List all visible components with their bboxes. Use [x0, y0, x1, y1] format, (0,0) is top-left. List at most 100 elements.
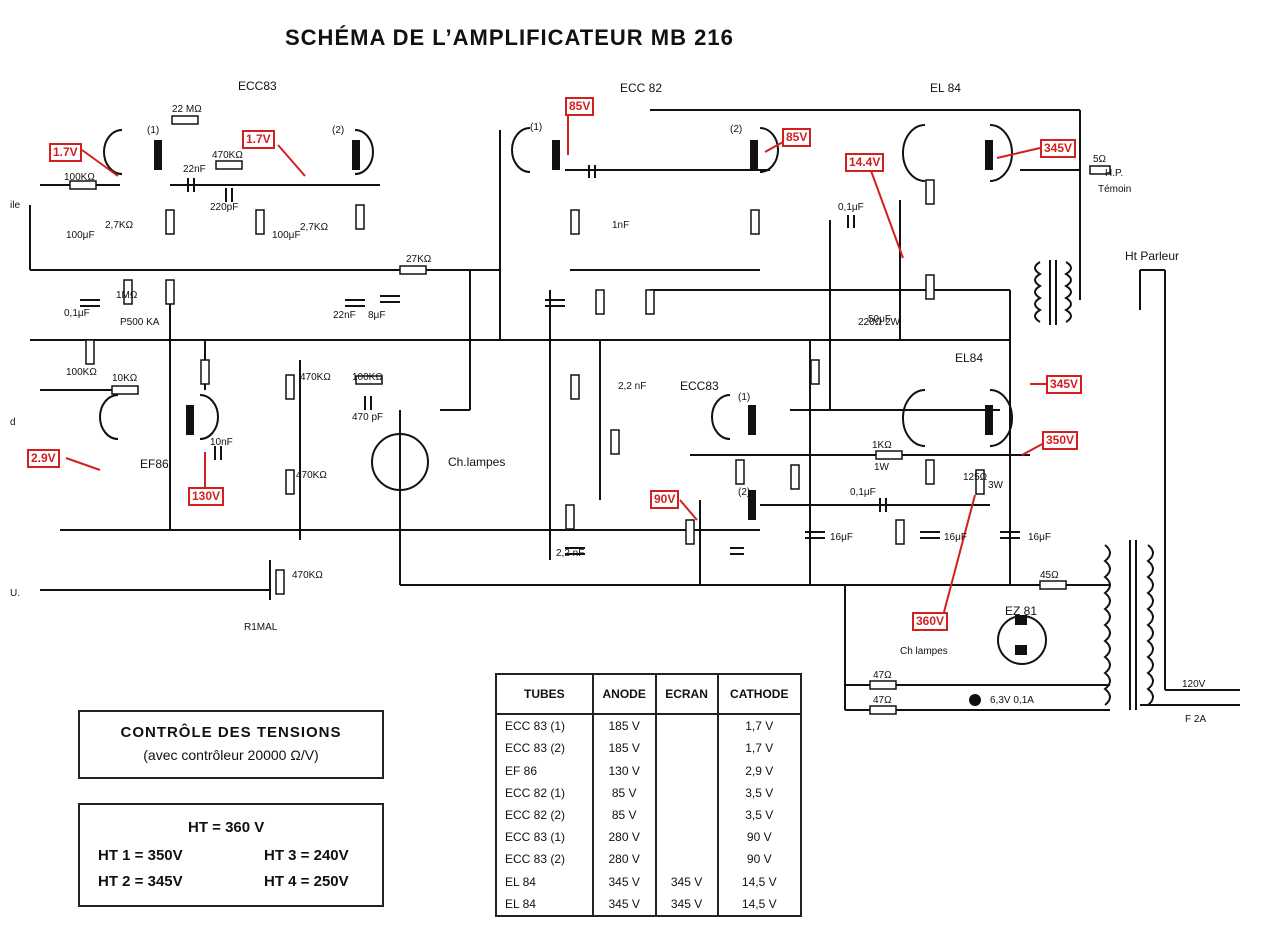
- table-cell: [655, 803, 719, 827]
- input-label: U.: [10, 588, 20, 599]
- section-label: (1): [738, 392, 750, 403]
- component-label: 100KΩ: [66, 367, 97, 378]
- table-cell: EF 86: [497, 759, 594, 782]
- component-label: 0,1μF: [64, 308, 90, 319]
- ht-value: HT = 360 V: [188, 819, 265, 836]
- section-label: (2): [332, 125, 344, 136]
- component-label: 470KΩ: [300, 372, 331, 383]
- table-cell: ECC 82 (1): [497, 781, 594, 804]
- component-label: 8μF: [368, 310, 385, 321]
- input-label: ile: [10, 200, 20, 211]
- component-label: 1W: [874, 462, 890, 473]
- component-label: 2,2 nF: [556, 548, 584, 559]
- component-label: 22nF: [183, 164, 206, 175]
- component-label: H.P.: [1105, 168, 1123, 179]
- table-cell: [655, 848, 719, 871]
- voltage-badge: 1.7V: [242, 130, 275, 149]
- component-label: 220pF: [210, 202, 238, 213]
- section-label: (2): [738, 487, 750, 498]
- table-cell: 280 V: [592, 848, 657, 871]
- table-cell: 345 V: [592, 870, 657, 893]
- ht1-value: HT 1 = 350V: [98, 847, 183, 864]
- table-header: ECRAN: [655, 675, 719, 715]
- table-cell: 90 V: [746, 830, 772, 845]
- component-label: 100μF: [66, 230, 95, 241]
- component-label: 5Ω: [1093, 154, 1107, 165]
- table-cell: [655, 759, 719, 782]
- component-label: 16μF: [830, 532, 853, 543]
- component-label: 0,1μF: [850, 487, 876, 498]
- table-cell: [655, 737, 719, 760]
- tube-envelopes: [99, 124, 1027, 655]
- component-label: 125Ω: [963, 472, 988, 483]
- table-cell: 130 V: [592, 759, 657, 782]
- table-cell: ECC 83 (1): [497, 826, 594, 849]
- table-cell: 345 V: [655, 870, 719, 893]
- tube-label-ecc83: ECC83: [238, 79, 277, 93]
- component-label: 27KΩ: [406, 254, 432, 265]
- table-cell: 185 V: [592, 714, 657, 738]
- table-header: ANODE: [592, 675, 657, 715]
- controle-box: CONTRÔLE DES TENSIONS (avec contrôleur 2…: [78, 710, 384, 779]
- table-cell: 185 V: [592, 737, 657, 760]
- section-label: (1): [147, 125, 159, 136]
- tube-voltage-table: TUBES ANODE ECRAN CATHODE ECC 83 (1)185 …: [495, 673, 802, 917]
- component-label: 1KΩ: [872, 440, 892, 451]
- voltage-badge: 85V: [565, 97, 595, 116]
- table-cell: 3,5 V: [745, 808, 774, 823]
- resistors: [69, 115, 1111, 715]
- tube-label-el84: EL 84: [930, 81, 961, 95]
- table-header: TUBES: [497, 675, 594, 715]
- component-label: 100KΩ: [352, 372, 383, 383]
- input-label: d: [10, 417, 16, 428]
- ht4-value: HT 4 = 250V: [264, 873, 349, 890]
- table-row: ECC 83 (2)185 V 1,7 V: [497, 737, 800, 760]
- table-cell: 1,7 V: [745, 741, 774, 756]
- voltage-badge: 345V: [1040, 139, 1077, 158]
- component-label: 2,7KΩ: [105, 220, 134, 231]
- section-label: (2): [730, 124, 742, 135]
- component-label: 2,7KΩ: [300, 222, 329, 233]
- component-label: 47Ω: [873, 670, 892, 681]
- component-label: 220Ω 2W: [858, 317, 901, 328]
- table-cell: 85 V: [592, 781, 657, 804]
- voltage-badge: 1.7V: [49, 143, 82, 162]
- component-label: P500 KA: [120, 317, 160, 328]
- component-label: 470KΩ: [292, 570, 323, 581]
- annotation-leaders: [65, 112, 1047, 613]
- table-cell: [655, 714, 719, 738]
- table-cell: ECC 83 (2): [497, 737, 594, 760]
- component-label: Ch.lampes: [448, 455, 505, 469]
- tube-label-el84-2: EL84: [955, 351, 983, 365]
- table-cell: 280 V: [592, 826, 657, 849]
- component-label: Témoin: [1098, 184, 1131, 195]
- table-cell: ECC 83 (2): [497, 848, 594, 871]
- table-cell: 345 V: [655, 892, 719, 915]
- component-label: 22nF: [333, 310, 356, 321]
- table-cell: [655, 826, 719, 849]
- table-cell: 345 V: [592, 892, 657, 915]
- component-label: 3W: [988, 480, 1004, 491]
- tube-label-ecc82: ECC 82: [620, 81, 662, 95]
- component-label: 2,2 nF: [618, 381, 646, 392]
- voltage-badge: 85V: [782, 128, 812, 147]
- voltage-badge: 130V: [188, 487, 225, 506]
- tube-label-ef86: EF86: [140, 457, 169, 471]
- table-cell: 2,9 V: [745, 763, 774, 778]
- capacitors: [80, 165, 1020, 555]
- ht3-value: HT 3 = 240V: [264, 847, 349, 864]
- page-title: SCHÉMA DE L’AMPLIFICATEUR MB 216: [285, 25, 734, 50]
- component-label: 10KΩ: [112, 373, 138, 384]
- component-label: 22 MΩ: [172, 104, 202, 115]
- component-label: 45Ω: [1040, 570, 1059, 581]
- controle-title: CONTRÔLE DES TENSIONS: [120, 724, 342, 741]
- component-label: 470KΩ: [212, 150, 243, 161]
- component-label: 50μF: [868, 314, 891, 325]
- voltage-badge: 360V: [912, 612, 949, 631]
